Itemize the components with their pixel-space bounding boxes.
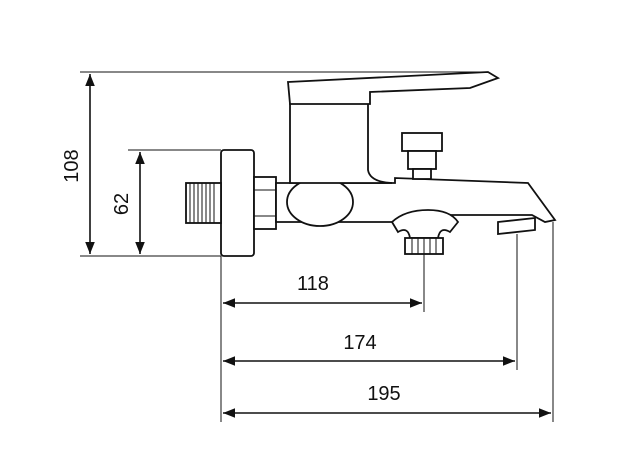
mixer-body: [289, 99, 393, 184]
faucet-outline: [185, 71, 557, 257]
threaded-inlet: [185, 182, 222, 224]
dim-label-62: 62: [111, 193, 133, 215]
diverter-knob: [401, 132, 443, 152]
dim-label-118: 118: [297, 273, 329, 295]
extension-lines: [80, 71, 554, 422]
hex-nut: [253, 176, 277, 230]
aerator: [497, 216, 536, 236]
dim-label-195: 195: [367, 383, 400, 405]
dim-label-174: 174: [343, 332, 376, 354]
lever-handle: [287, 71, 501, 105]
shower-outlet: [390, 209, 460, 239]
dim-label-108: 108: [61, 149, 83, 182]
dimension-lines: [85, 74, 551, 418]
wall-flange: [220, 149, 255, 257]
eccentric-oval: [286, 177, 354, 227]
